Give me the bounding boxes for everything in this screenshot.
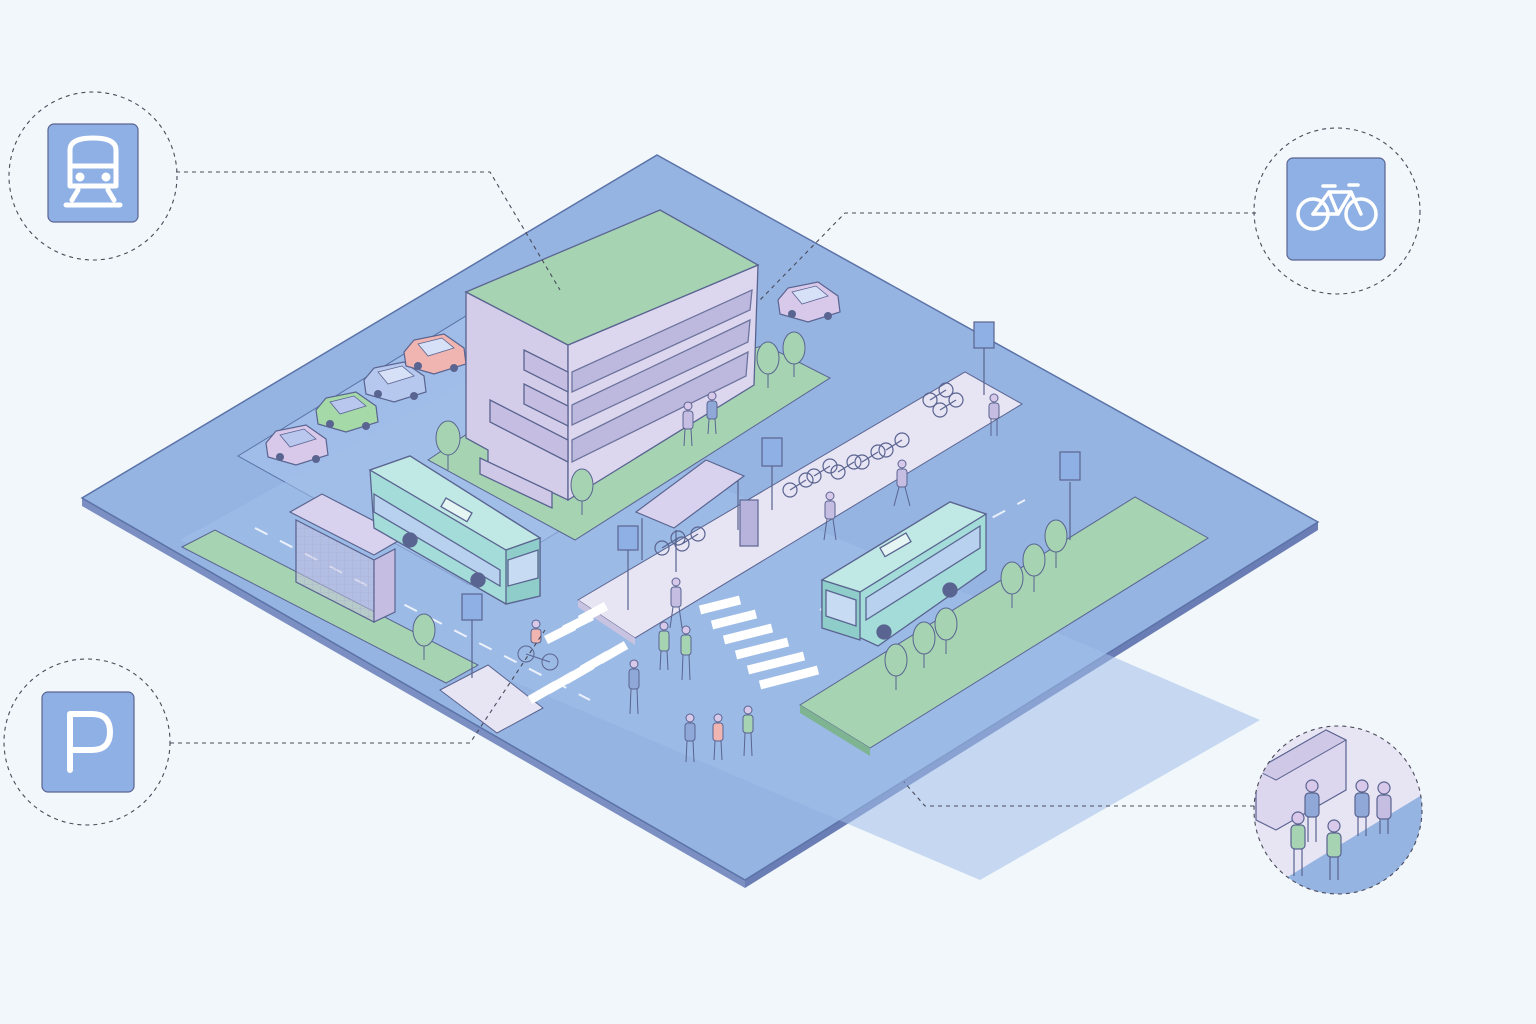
tree — [1044, 519, 1068, 568]
bike — [878, 432, 910, 458]
trees — [412, 331, 1068, 690]
tree — [884, 643, 908, 690]
bus-icon — [63, 135, 123, 208]
leader-crowd — [903, 781, 1254, 807]
person — [1354, 779, 1370, 836]
person — [682, 401, 694, 447]
sidewalks — [439, 371, 1023, 734]
person — [684, 713, 696, 763]
green-roof — [464, 209, 760, 346]
bike-rack — [654, 382, 964, 556]
green-strip-left — [180, 529, 480, 684]
bike — [854, 444, 886, 470]
pedestrians — [517, 391, 1000, 763]
bike — [782, 472, 814, 498]
person — [893, 459, 911, 507]
bike — [932, 392, 964, 418]
bike — [674, 526, 706, 552]
bike — [654, 530, 686, 556]
person — [712, 713, 724, 761]
person — [1376, 781, 1392, 834]
leader-bike — [759, 212, 1256, 301]
callout-transit — [8, 91, 178, 261]
signposts — [461, 321, 1081, 678]
tree — [570, 468, 594, 515]
person — [742, 705, 754, 757]
crosswalk-right — [698, 595, 820, 690]
tree — [782, 331, 806, 377]
bicycle-icon — [1296, 183, 1378, 231]
person — [706, 391, 718, 435]
callout-bike — [1253, 127, 1421, 295]
ticket-kiosk — [739, 499, 759, 547]
callout-leaders — [170, 171, 1256, 807]
car — [315, 391, 379, 433]
person — [1290, 811, 1306, 876]
tree — [435, 420, 461, 470]
callout-parking — [3, 658, 171, 826]
parked-cars — [265, 281, 841, 466]
signpost — [761, 437, 783, 510]
person — [1304, 779, 1320, 842]
bus-left — [368, 455, 542, 605]
bus-shelter-center — [634, 459, 746, 572]
tree — [756, 341, 780, 388]
main-building — [464, 209, 760, 510]
signpost — [1059, 451, 1081, 540]
person — [628, 659, 640, 715]
person — [680, 625, 692, 681]
person — [658, 621, 670, 671]
person — [823, 491, 837, 541]
leader-transit — [176, 171, 561, 291]
tree — [912, 621, 936, 668]
parking-icon-tile — [41, 691, 135, 793]
bike — [922, 382, 954, 408]
person — [1326, 819, 1342, 880]
crosswalk-left — [527, 602, 629, 704]
platform-sidewalk — [577, 371, 1023, 639]
bike — [830, 454, 862, 480]
bus-right — [820, 501, 988, 647]
leader-parking — [170, 629, 546, 744]
tree — [1022, 543, 1046, 592]
car — [363, 361, 427, 403]
parking-icon — [67, 711, 113, 773]
tree — [412, 613, 436, 660]
person — [988, 393, 1000, 436]
signpost — [461, 593, 483, 678]
bike — [806, 458, 838, 484]
signpost — [617, 525, 639, 610]
callout-crowd — [1253, 725, 1423, 895]
person — [669, 577, 683, 629]
cyclist — [517, 619, 559, 671]
car — [777, 281, 841, 323]
tree — [1000, 561, 1024, 608]
car — [265, 424, 329, 466]
tree — [934, 607, 958, 654]
car — [403, 333, 467, 375]
signpost — [973, 321, 995, 395]
